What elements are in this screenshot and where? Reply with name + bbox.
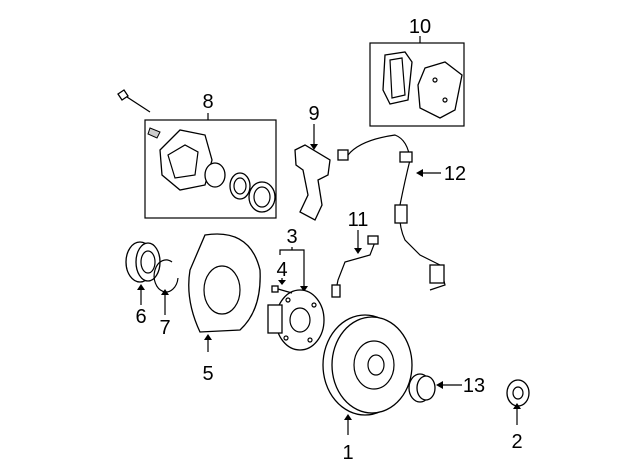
hub-part[interactable] — [267, 247, 325, 351]
callout-8[interactable]: 8 — [202, 91, 213, 113]
splash-shield-part[interactable] — [188, 233, 261, 352]
callout-10[interactable]: 10 — [409, 16, 431, 38]
callout-13[interactable]: 13 — [463, 375, 485, 397]
callout-3[interactable]: 3 — [286, 226, 297, 248]
callout-12[interactable]: 12 — [444, 163, 466, 185]
callout-11[interactable]: 11 — [348, 209, 369, 231]
caliper-part[interactable] — [117, 89, 277, 219]
callout-1[interactable]: 1 — [342, 442, 353, 464]
hub-nut-part[interactable] — [506, 379, 530, 425]
brake-pads-part[interactable] — [369, 36, 465, 127]
callout-2[interactable]: 2 — [511, 431, 522, 453]
wheel-stud-part[interactable] — [271, 278, 293, 294]
brake-hose-part[interactable] — [331, 230, 379, 298]
cap-part[interactable] — [408, 373, 462, 403]
wheel-bearing-part[interactable] — [125, 241, 161, 305]
callout-5[interactable]: 5 — [202, 363, 213, 385]
rotor-part[interactable] — [322, 314, 413, 435]
callout-6[interactable]: 6 — [135, 306, 146, 328]
abs-sensor-part[interactable] — [337, 134, 446, 291]
snap-ring-part[interactable] — [153, 259, 179, 315]
caliper-support-part[interactable] — [294, 124, 331, 221]
callout-9[interactable]: 9 — [308, 103, 319, 125]
callout-4[interactable]: 4 — [276, 259, 287, 281]
callout-7[interactable]: 7 — [159, 317, 170, 339]
